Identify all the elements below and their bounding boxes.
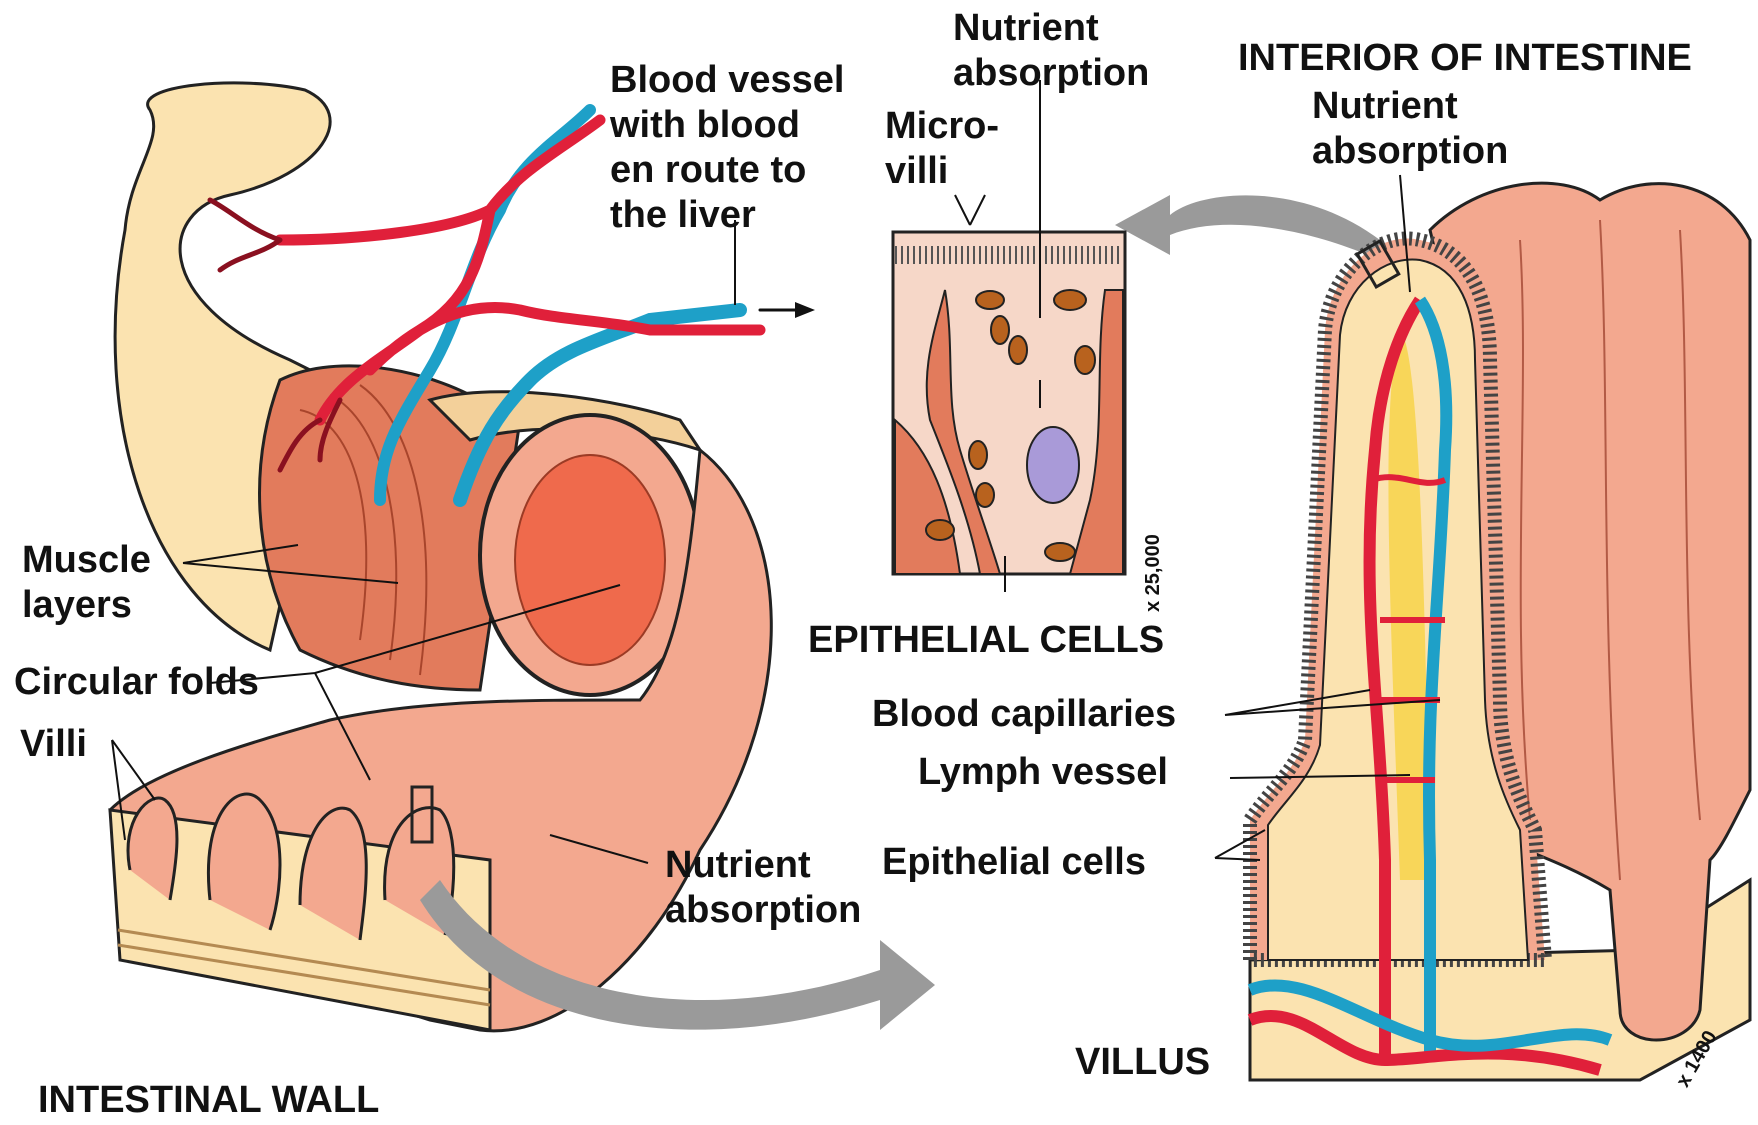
nutrient-absorption-wall-line-2: absorption: [665, 888, 861, 932]
blood-vessel-label-line-2: with blood: [610, 103, 800, 147]
nutrient-absorption-villus-line-1: Nutrient: [1312, 84, 1458, 128]
microvilli-label-line-1: Micro-: [885, 104, 999, 148]
magnification-cells-label: x 25,000: [1142, 534, 1164, 612]
microvilli-label-line-2: villi: [885, 149, 948, 193]
interior-of-intestine-title: INTERIOR OF INTESTINE: [1238, 36, 1692, 80]
intestinal-wall-title: INTESTINAL WALL: [38, 1078, 379, 1122]
lymph-vessel-label: Lymph vessel: [918, 750, 1168, 794]
epithelial-cells-label: Epithelial cells: [882, 840, 1146, 884]
nutrient-absorption-top-line-1: Nutrient: [953, 6, 1099, 50]
nutrient-absorption-villus-line-2: absorption: [1312, 129, 1508, 173]
blood-vessel-label-line-1: Blood vessel: [610, 58, 844, 102]
nutrient-absorption-top-line-2: absorption: [953, 51, 1149, 95]
blood-vessel-label-line-3: en route to: [610, 148, 806, 192]
muscle-layers-label-line-1: Muscle: [22, 538, 151, 582]
lumen-inner: [515, 455, 665, 665]
epithelial-cells-title: EPITHELIAL CELLS: [808, 618, 1164, 662]
villi-label: Villi: [20, 722, 87, 766]
circular-folds-label: Circular folds: [14, 660, 259, 704]
arrow-to-cells: [1115, 195, 1380, 260]
blood-capillaries-label: Blood capillaries: [872, 692, 1176, 736]
blood-vessel-label-line-4: the liver: [610, 193, 756, 237]
cell-nucleus: [1027, 427, 1079, 503]
muscle-layers-label-line-2: layers: [22, 583, 132, 627]
villus-title: VILLUS: [1075, 1040, 1210, 1084]
nutrient-absorption-wall-line-1: Nutrient: [665, 843, 811, 887]
villus-illustration: [1250, 175, 1750, 1080]
